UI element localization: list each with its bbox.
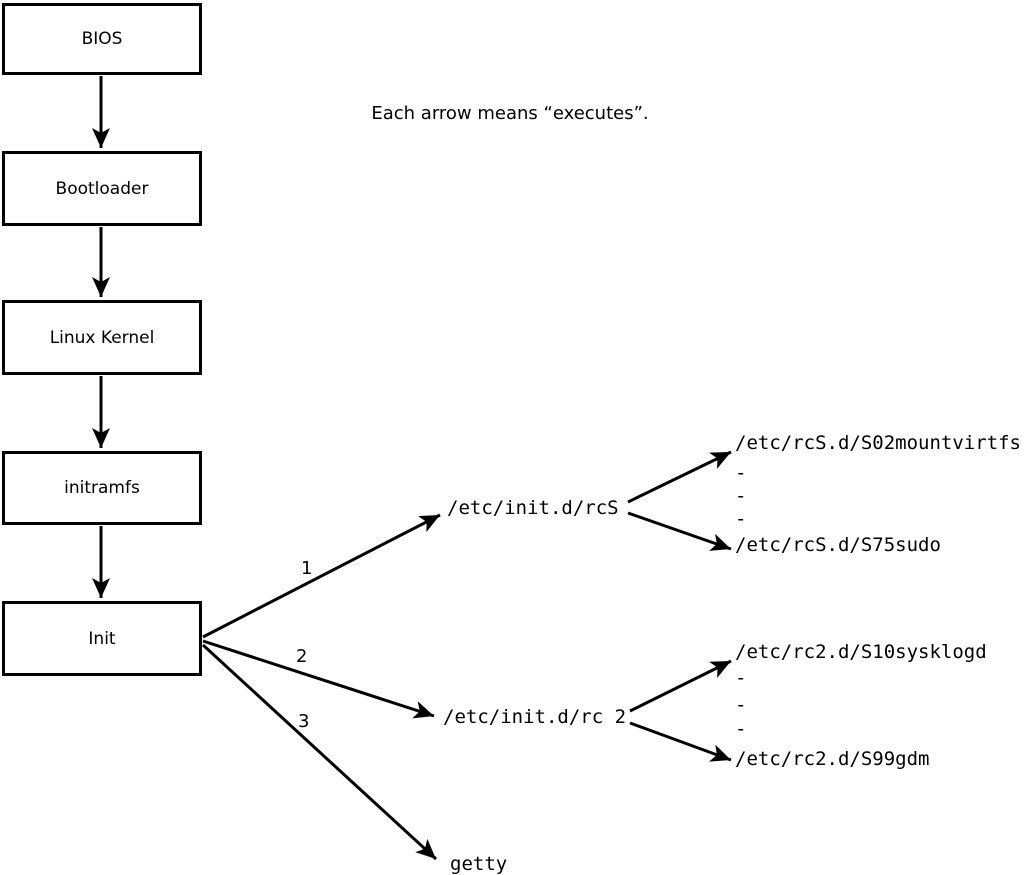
flowbox-bootloader: Bootloader bbox=[2, 151, 202, 226]
arrow-rcs-to-last bbox=[627, 511, 732, 551]
flowbox-linux-kernel: Linux Kernel bbox=[2, 300, 202, 375]
rc2-ellipsis-2: - bbox=[735, 694, 747, 716]
rcs-ellipsis-1: - bbox=[735, 462, 747, 484]
rcs-ellipsis-3: - bbox=[735, 508, 747, 530]
script-getty: getty bbox=[450, 853, 508, 875]
rcs-last-child: /etc/rcS.d/S75sudo bbox=[735, 534, 941, 556]
arrow-rcs-to-first bbox=[627, 450, 732, 504]
flowbox-bootloader-label: Bootloader bbox=[55, 178, 149, 199]
script-rcs: /etc/init.d/rcS bbox=[447, 497, 619, 519]
flowbox-initramfs: initramfs bbox=[2, 451, 202, 525]
flowbox-init: Init bbox=[2, 601, 202, 676]
rc2-last-child: /etc/rc2.d/S99gdm bbox=[735, 748, 930, 770]
flowbox-linux-kernel-label: Linux Kernel bbox=[49, 327, 155, 348]
arrow-rc2-to-last bbox=[629, 721, 732, 762]
note-text: Each arrow means “executes”. bbox=[371, 103, 649, 124]
flowbox-bios-label: BIOS bbox=[81, 29, 123, 49]
script-rc2: /etc/init.d/rc 2 bbox=[443, 706, 627, 728]
edge-label-1: 1 bbox=[301, 558, 313, 579]
flowbox-bios: BIOS bbox=[2, 3, 202, 75]
rcs-ellipsis-2: - bbox=[735, 485, 747, 507]
edge-label-3: 3 bbox=[298, 711, 310, 732]
arrow-init-to-rcs bbox=[202, 513, 441, 639]
edge-label-2: 2 bbox=[296, 646, 308, 667]
rc2-ellipsis-3: - bbox=[735, 718, 747, 740]
rcs-first-child: /etc/rcS.d/S02mountvirtfs bbox=[735, 432, 1021, 454]
arrow-init-to-getty bbox=[201, 643, 438, 861]
rc2-first-child: /etc/rc2.d/S10sysklogd bbox=[735, 641, 987, 663]
rc2-ellipsis-1: - bbox=[735, 667, 747, 689]
arrow-rc2-to-first bbox=[629, 659, 732, 713]
flowbox-init-label: Init bbox=[88, 628, 116, 649]
flowbox-initramfs-label: initramfs bbox=[64, 478, 140, 498]
arrow-init-to-rc2 bbox=[202, 639, 435, 719]
